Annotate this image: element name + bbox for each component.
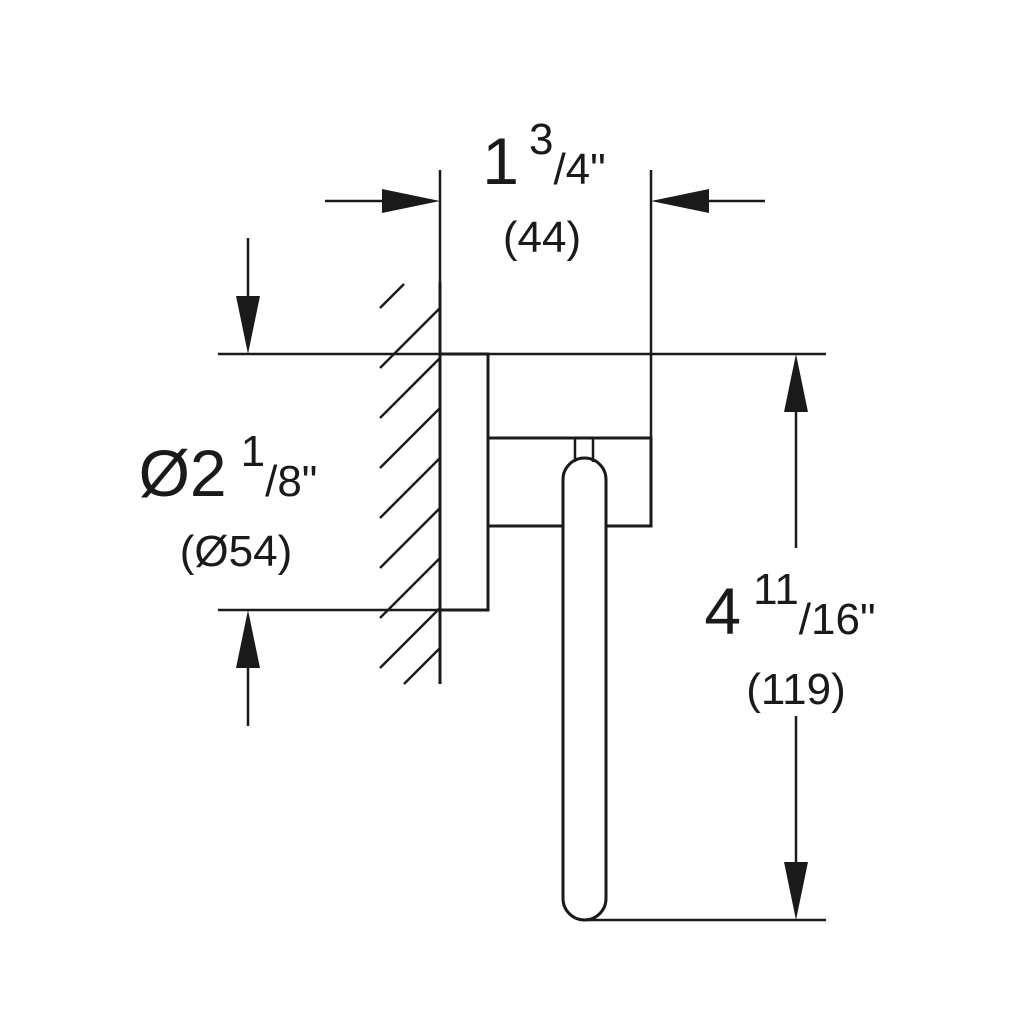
projection-whole: 1	[482, 124, 519, 198]
hatch-line	[379, 357, 441, 419]
wall-rosette	[438, 352, 490, 612]
projection-arrow-left	[382, 189, 440, 213]
diameter-label: Ø2 1/8"	[139, 427, 318, 510]
hatch-line	[403, 647, 441, 685]
diameter-numerator: 1	[241, 427, 265, 476]
height-numerator: 11	[753, 565, 799, 614]
diameter-arrow-bottom	[236, 610, 260, 668]
hatch-line	[379, 407, 441, 469]
height-metric: (119)	[746, 665, 845, 714]
projection-denominator: /4"	[553, 145, 605, 194]
hatch-line	[379, 283, 405, 309]
wall-hatching	[379, 283, 441, 685]
height-arrow-bottom	[784, 862, 808, 920]
height-arrow-top	[784, 354, 808, 412]
hatch-line	[379, 557, 441, 619]
height-denominator: /16"	[799, 595, 876, 644]
hatch-line	[379, 307, 441, 369]
projection-numerator: 3	[529, 115, 553, 164]
hatch-line	[379, 457, 441, 519]
hatch-line	[379, 507, 441, 569]
projection-arrow-right	[651, 189, 709, 213]
projection-metric: (44)	[503, 213, 581, 262]
diameter-metric: (Ø54)	[180, 527, 292, 576]
hanging-rod	[561, 456, 608, 922]
hatch-line	[379, 607, 441, 669]
diameter-denominator: /8"	[265, 457, 317, 506]
diameter-whole: Ø2	[139, 436, 227, 510]
height-whole: 4	[704, 574, 741, 648]
diameter-arrow-top	[236, 296, 260, 354]
